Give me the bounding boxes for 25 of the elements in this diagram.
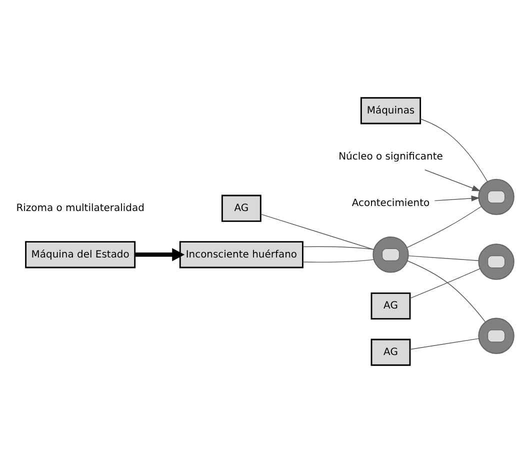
node-circle xyxy=(478,317,514,354)
node-box: Máquina del Estado xyxy=(25,240,136,268)
node-box: AG xyxy=(370,292,411,320)
connector xyxy=(406,206,482,248)
connector xyxy=(406,260,486,322)
node-circle xyxy=(372,236,409,272)
arrow xyxy=(424,169,481,191)
connector xyxy=(302,246,374,250)
connector xyxy=(302,258,374,262)
arrow xyxy=(434,194,480,201)
connector xyxy=(410,268,480,298)
node-box: Inconsciente huérfano xyxy=(179,240,304,268)
node-text: Núcleo o significante xyxy=(338,151,443,162)
label: Rizoma o multilateralidad xyxy=(16,202,144,214)
node-box: AG xyxy=(221,194,262,222)
node-text: Acontecimiento xyxy=(352,197,430,208)
node-circle xyxy=(478,243,514,280)
connector xyxy=(260,213,374,250)
node-circle xyxy=(478,178,514,215)
connector xyxy=(420,118,488,182)
node-box: AG xyxy=(370,338,411,366)
arrow xyxy=(134,248,185,261)
connector xyxy=(410,338,480,350)
connector xyxy=(408,254,479,260)
node-box: Máquinas xyxy=(360,96,422,124)
